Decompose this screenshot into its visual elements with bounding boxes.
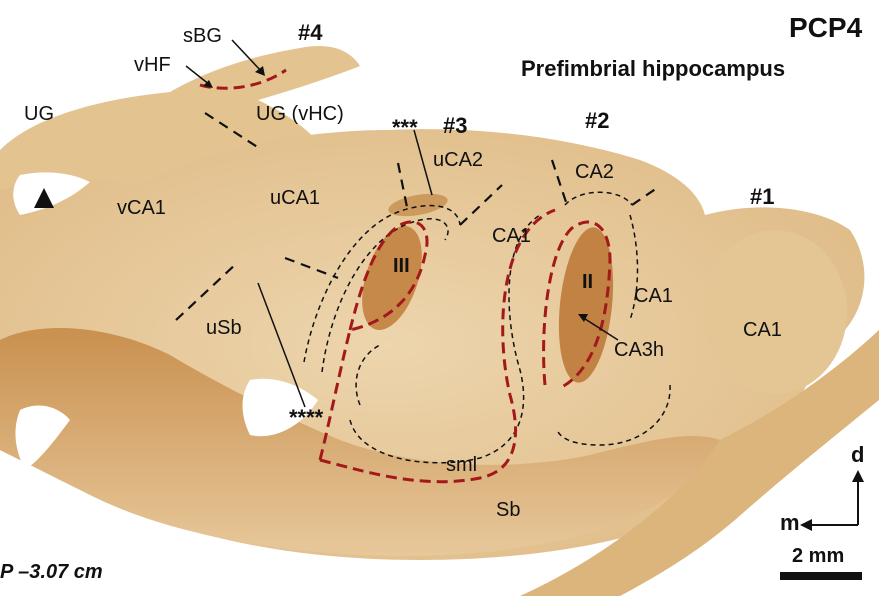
tissue-lobe-1 <box>703 230 847 394</box>
ventricle-gap-3 <box>15 405 71 470</box>
fold-label-iii: III <box>393 255 410 277</box>
region-label-sbg: sBG <box>183 25 222 47</box>
pointer-arrowheads <box>203 66 588 322</box>
region-label-ug-vhc: UG (vHC) <box>256 103 344 125</box>
ventricle-gap <box>13 172 90 215</box>
region-label-uca2: uCA2 <box>433 149 484 171</box>
region-label-sml: sml <box>446 454 478 476</box>
region-label-sb: Sb <box>496 499 521 521</box>
region-label-vhf: vHF <box>134 54 171 76</box>
black-dashed-outlines <box>175 112 661 321</box>
triple-asterisk-marker: *** <box>392 115 418 140</box>
section-label-3: #3 <box>443 113 468 138</box>
compass-label-dorsal: d <box>851 442 865 467</box>
triangle-marker-icon <box>34 188 54 208</box>
tissue-sb-band <box>0 328 720 556</box>
pointer-lines <box>185 39 619 408</box>
region-label-ca2: CA2 <box>575 161 614 183</box>
section-coordinate: P –3.07 cm <box>0 561 103 583</box>
fold-ii-core <box>558 227 614 383</box>
black-fine-outlines <box>303 191 671 464</box>
region-label-ca1-lobe: CA1 <box>743 319 782 341</box>
figure-title: PCP4 <box>789 12 863 43</box>
compass-icon <box>810 480 859 526</box>
tissue-right-band <box>520 330 879 596</box>
compass-medial-arrowhead <box>800 519 812 531</box>
fold-label-ii: II <box>582 271 594 293</box>
region-label-vca1: vCA1 <box>117 197 166 219</box>
section-label-2: #2 <box>585 108 610 133</box>
scale-bar <box>780 572 862 580</box>
region-label-ca1-right: CA1 <box>634 285 673 307</box>
scale-bar-label: 2 mm <box>792 545 845 567</box>
quad-asterisk-marker: **** <box>289 405 324 430</box>
section-label-1: #1 <box>750 184 775 209</box>
section-label-4: #4 <box>298 20 323 45</box>
region-label-usb: uSb <box>206 317 242 339</box>
figure-subtitle: Prefimbrial hippocampus <box>521 56 786 81</box>
compass-dorsal-arrowhead <box>852 470 864 482</box>
compass-label-medial: m <box>780 510 800 535</box>
region-label-ca1-middle: CA1 <box>492 225 531 247</box>
fold-iii-core <box>362 226 422 330</box>
region-label-ug: UG <box>24 103 54 125</box>
region-label-ca3h: CA3h <box>614 339 665 361</box>
region-label-uca1: uCA1 <box>270 187 321 209</box>
